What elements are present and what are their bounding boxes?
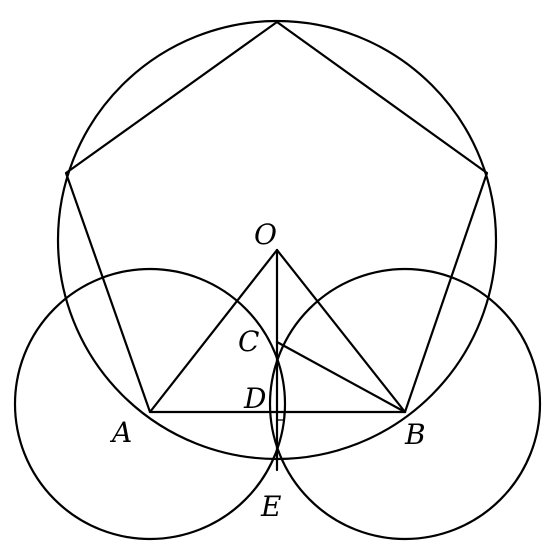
right-angle-marker xyxy=(277,412,285,421)
label-a: A xyxy=(109,416,132,449)
segment-cb xyxy=(275,340,407,414)
label-o: O xyxy=(254,218,277,251)
label-c: C xyxy=(238,325,259,358)
label-e: E xyxy=(260,490,281,523)
segment-oa xyxy=(148,248,279,414)
circle-centered-at-b xyxy=(268,267,542,541)
circle-centered-at-a xyxy=(13,267,287,541)
label-b: B xyxy=(404,418,426,451)
segment-ob xyxy=(275,248,407,414)
label-d: D xyxy=(243,382,266,415)
